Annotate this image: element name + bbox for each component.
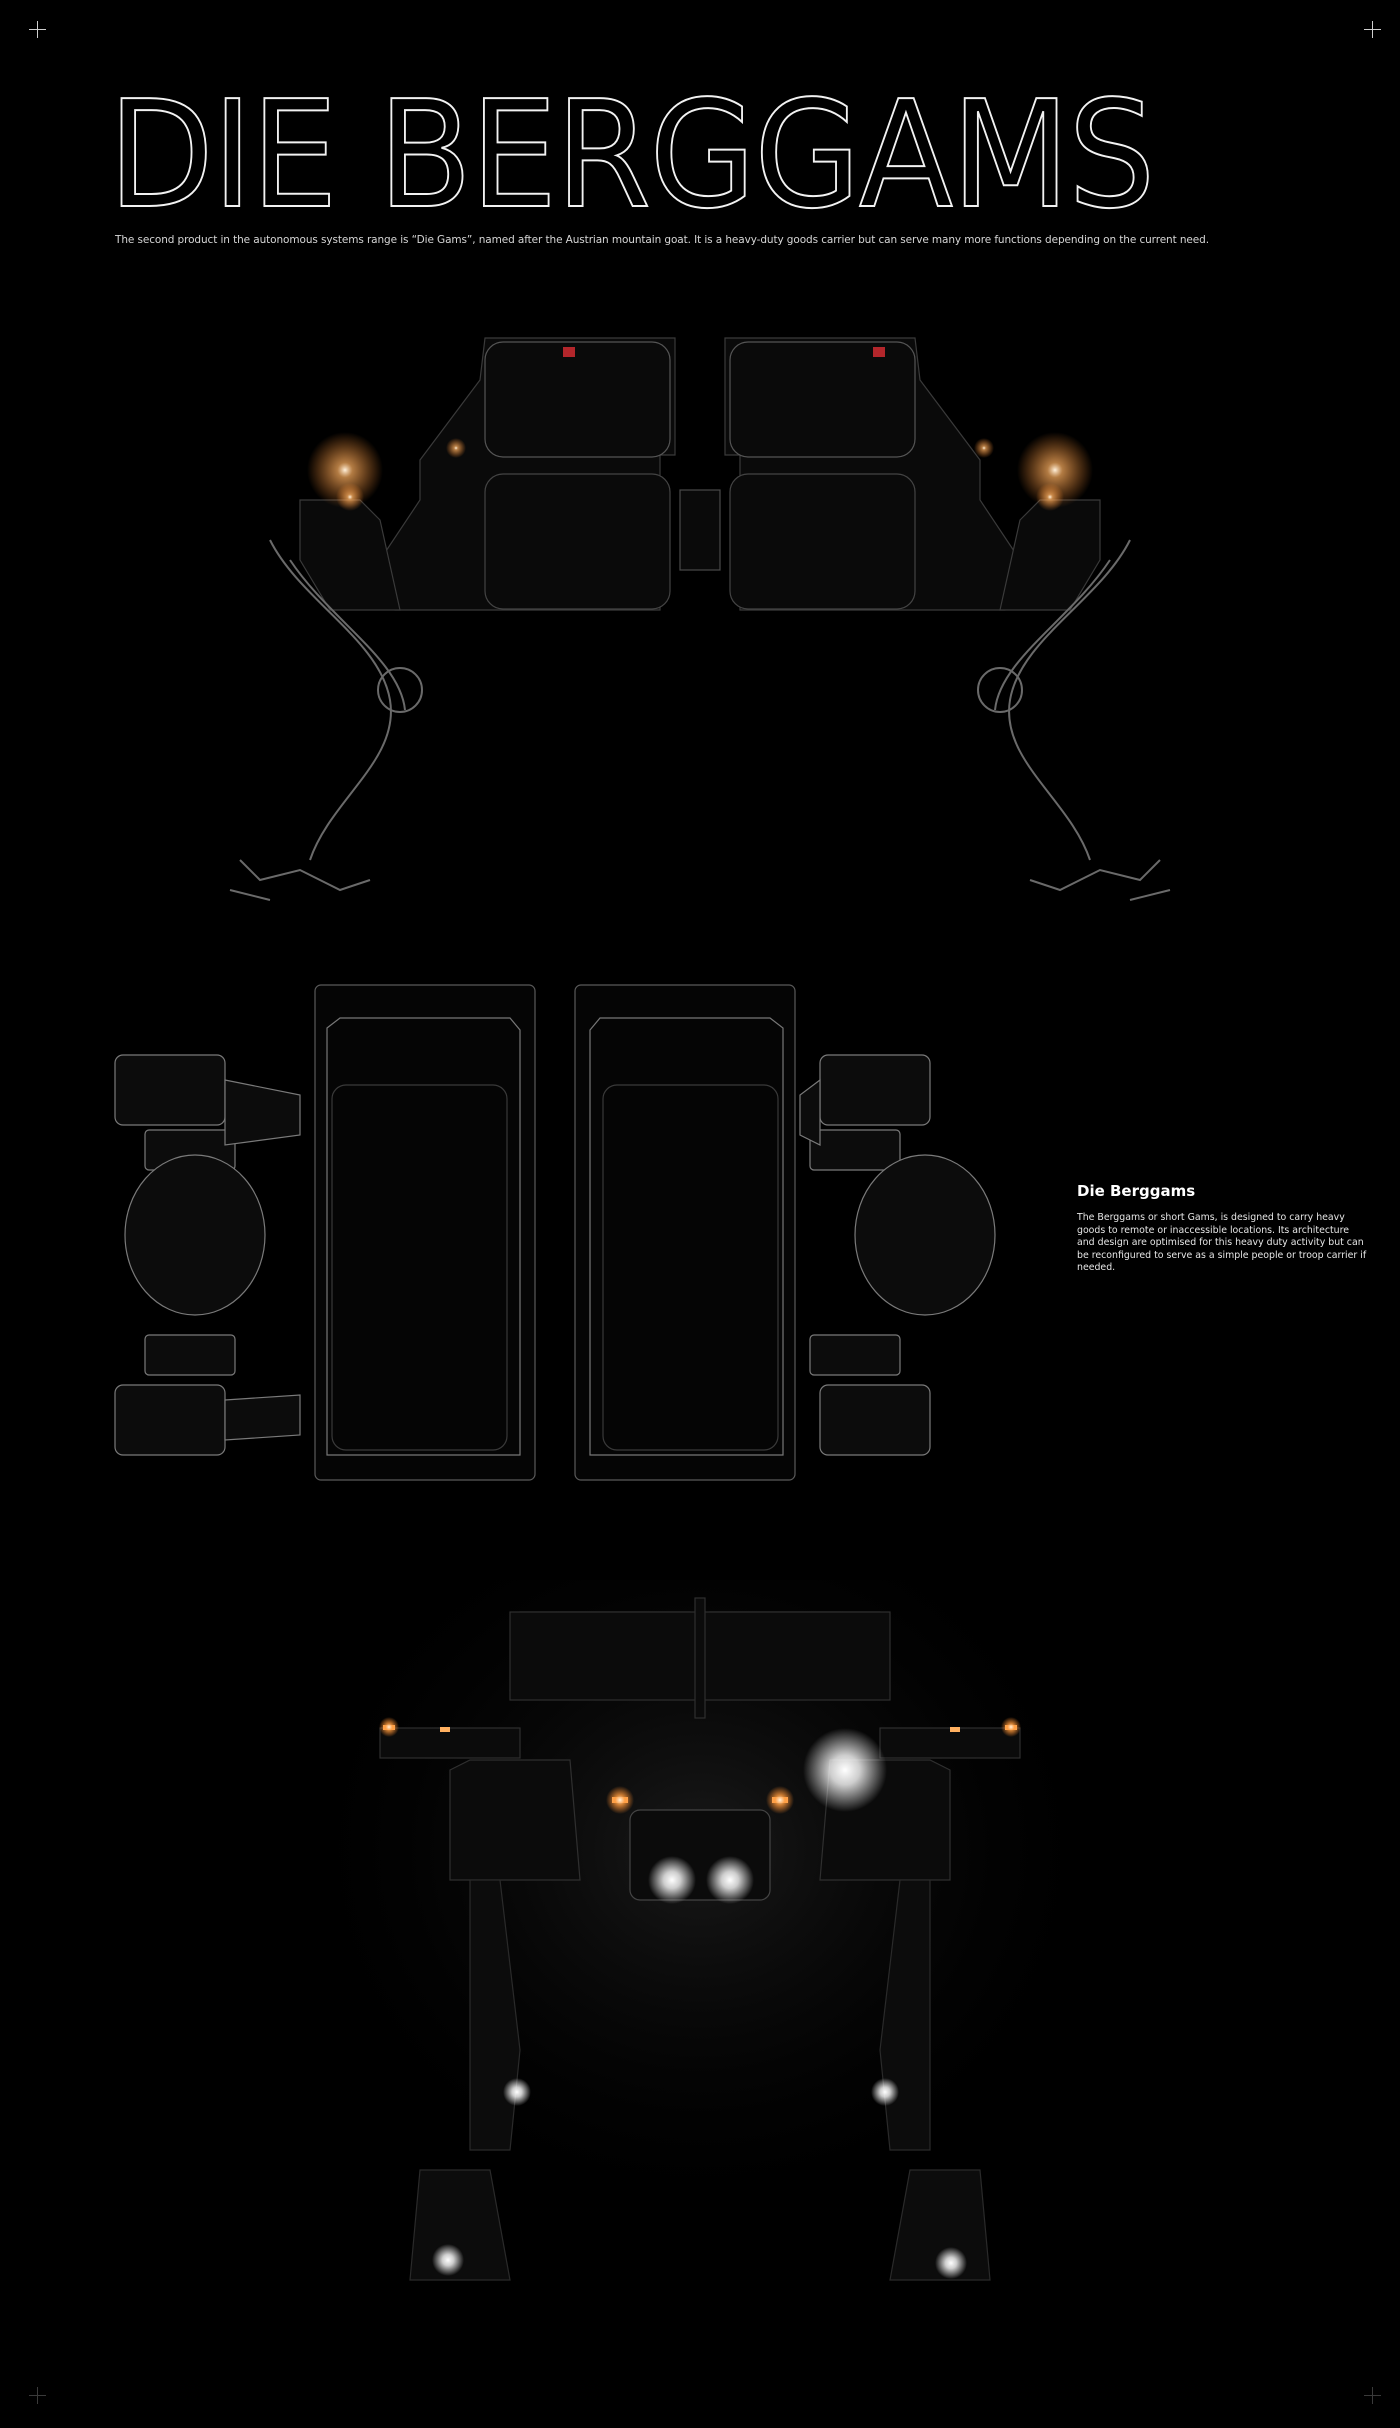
page-title: DIE BERGGAMS <box>107 69 1156 241</box>
crosshair-bottom-left-icon <box>29 2387 46 2404</box>
page-subtitle: The second product in the autonomous sys… <box>115 234 1209 246</box>
crosshair-top-right-icon <box>1364 21 1381 38</box>
crosshair-top-left-icon <box>29 21 46 38</box>
product-description: The Berggams or short Gams, is designed … <box>1077 1212 1367 1273</box>
robot-top-view-image <box>100 980 1020 1490</box>
robot-front-view-image <box>250 1580 1150 2320</box>
crosshair-bottom-right-icon <box>1364 2387 1381 2404</box>
product-description-panel: Die Berggams The Berggams or short Gams,… <box>1077 1182 1367 1275</box>
robot-side-view-image <box>0 320 1400 910</box>
product-heading: Die Berggams <box>1077 1182 1196 1200</box>
